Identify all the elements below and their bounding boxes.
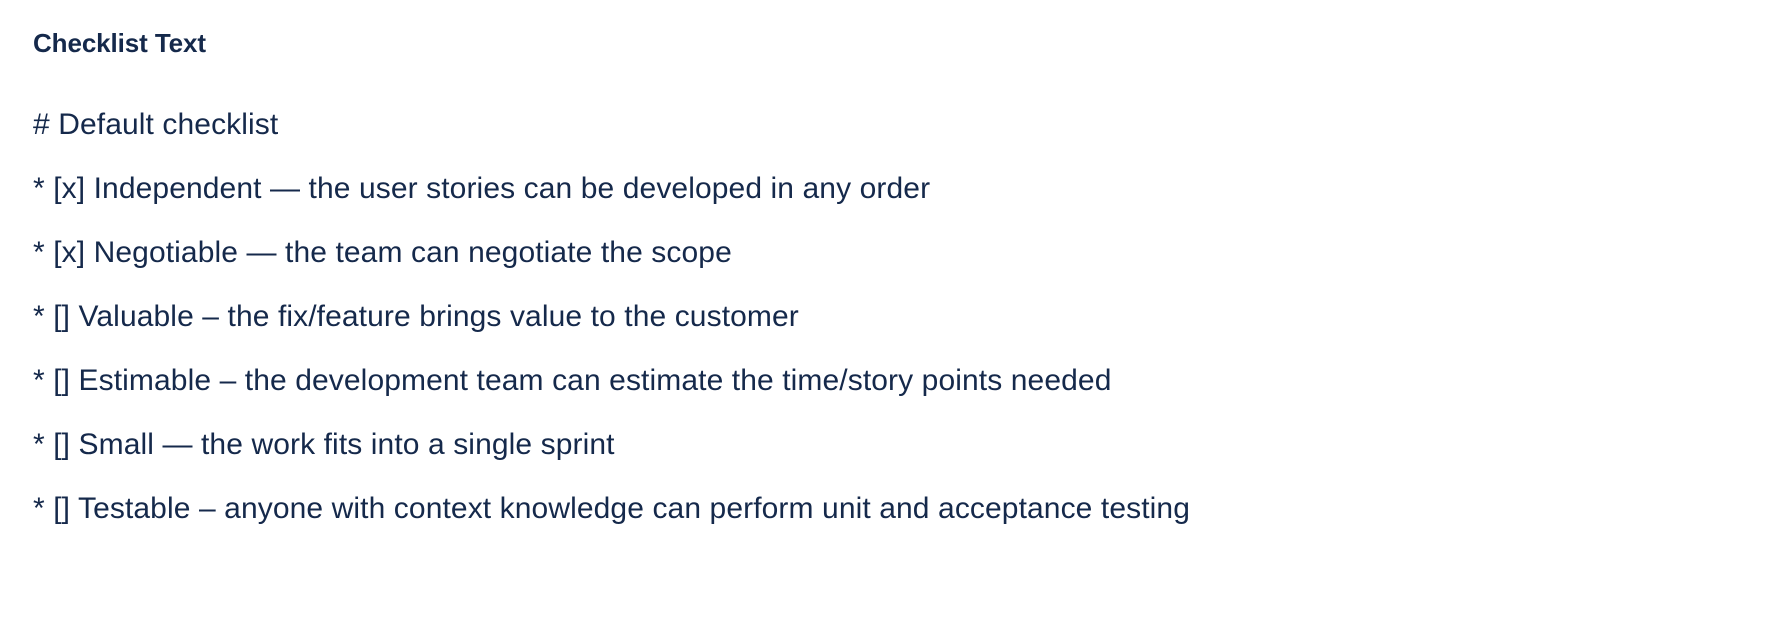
checklist-line-small: * [] Small — the work fits into a single… <box>33 428 615 461</box>
checklist-line-valuable: * [] Valuable – the fix/feature brings v… <box>33 300 799 333</box>
page-title: Checklist Text <box>33 28 206 58</box>
checklist-line-estimable: * [] Estimable – the development team ca… <box>33 364 1112 397</box>
checklist-text-content[interactable]: # Default checklist * [x] Independent — … <box>33 93 1772 541</box>
checklist-line-testable: * [] Testable – anyone with context know… <box>33 492 1190 525</box>
checklist-line-negotiable: * [x] Negotiable — the team can negotiat… <box>33 236 732 269</box>
checklist-line-independent: * [x] Independent — the user stories can… <box>33 172 931 205</box>
checklist-line-markdown-heading: # Default checklist <box>33 108 279 141</box>
